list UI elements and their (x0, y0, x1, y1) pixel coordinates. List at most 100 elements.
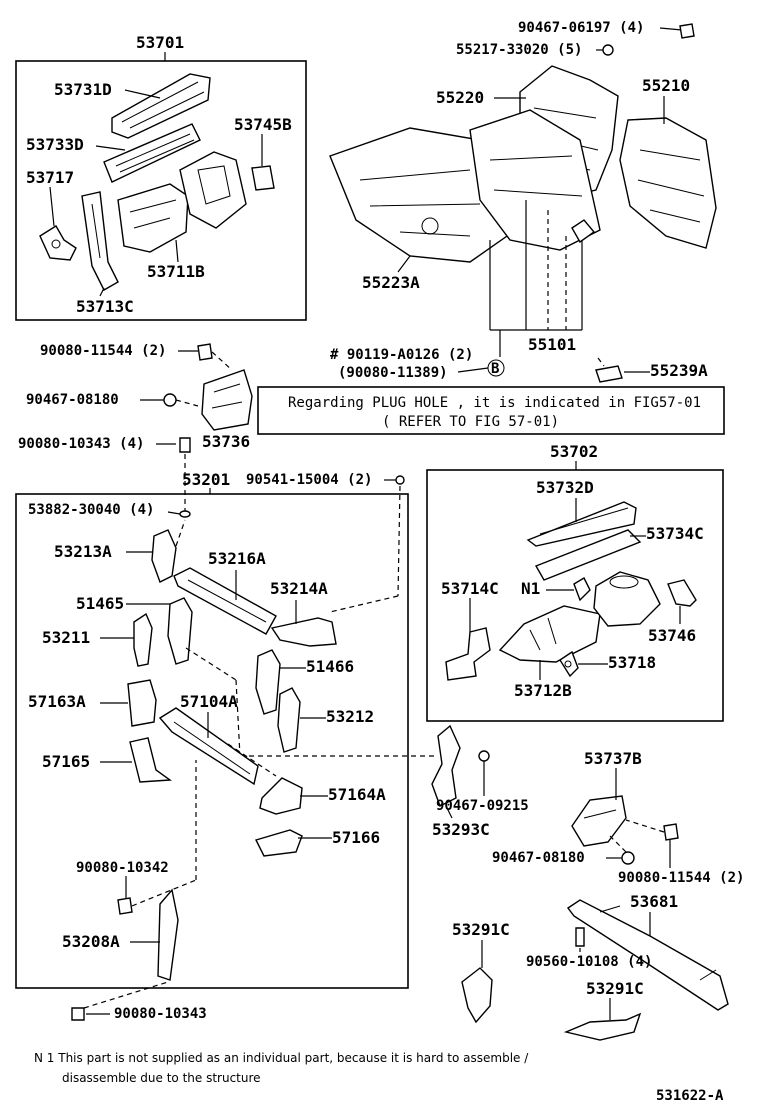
label-53201: 53201 (182, 470, 230, 489)
part-53711b[interactable] (117, 183, 189, 253)
part-57163a[interactable] (127, 679, 157, 727)
label-53681: 53681 (630, 892, 678, 911)
bolt-90560-10108[interactable] (575, 927, 585, 947)
label-90080-10343-top: 90080-10343 (4) (18, 436, 144, 452)
part-53745b[interactable] (251, 165, 275, 191)
label-57165: 57165 (42, 752, 90, 771)
label-57166: 57166 (332, 828, 380, 847)
label-53882-30040: 53882-30040 (4) (28, 502, 154, 518)
clip-53882-30040[interactable] (179, 510, 191, 518)
label-53731d: 53731D (54, 80, 112, 99)
label-55223a: 55223A (362, 273, 420, 292)
part-53291c-right[interactable] (563, 1012, 642, 1041)
label-90080-11544-top: 90080-11544 (2) (40, 343, 166, 359)
label-53737b: 53737B (584, 749, 642, 768)
label-53733d: 53733D (26, 135, 84, 154)
label-55101: 55101 (528, 335, 576, 354)
bolt-90080-10342[interactable] (117, 897, 133, 915)
part-53216a[interactable] (173, 567, 277, 635)
part-53712b[interactable] (498, 605, 601, 663)
part-53733d[interactable] (103, 123, 201, 183)
label-90119-a0126: # 90119-A0126 (2) (330, 347, 473, 363)
part-53737b[interactable] (571, 795, 627, 847)
callout-b-letter: B (491, 361, 499, 377)
group-box-53201 (15, 493, 409, 989)
label-53702: 53702 (550, 442, 598, 461)
bolt-90080-10343-bot[interactable] (71, 1007, 85, 1021)
notice-line-2: ( REFER TO FIG 57-01) (382, 414, 559, 430)
label-55210: 55210 (642, 76, 690, 95)
label-n1: N1 (521, 579, 540, 598)
part-53717[interactable] (39, 225, 77, 261)
label-90541-15004: 90541-15004 (2) (246, 472, 372, 488)
part-53214a[interactable] (270, 617, 337, 647)
bolt-90467-06197[interactable] (679, 23, 695, 39)
clip-90541-15004[interactable] (395, 475, 405, 485)
bolt-90467-09215[interactable] (478, 750, 490, 762)
label-90080-10343-bot: 90080-10343 (114, 1006, 207, 1022)
label-90560-10108: 90560-10108 (4) (526, 954, 652, 970)
part-53702-tower[interactable] (593, 571, 661, 627)
part-55210[interactable] (619, 117, 717, 249)
label-53746: 53746 (648, 626, 696, 645)
clip-55217-33020[interactable] (602, 44, 614, 56)
label-90467-09215: 90467-09215 (436, 798, 529, 814)
label-53701: 53701 (136, 33, 184, 52)
part-53681[interactable] (566, 899, 729, 1011)
bolt-90080-10343-top[interactable] (179, 437, 191, 453)
part-53734c[interactable] (534, 529, 642, 581)
part-53714c[interactable] (445, 627, 491, 681)
label-57163a: 57163A (28, 692, 86, 711)
label-53216a: 53216A (208, 549, 266, 568)
part-51466[interactable] (255, 649, 281, 715)
label-53734c: 53734C (646, 524, 704, 543)
label-57104a: 57104A (180, 692, 238, 711)
footnote-line-1: N 1 This part is not supplied as an indi… (34, 1051, 529, 1065)
group-box-53701 (15, 60, 307, 321)
part-55239a[interactable] (595, 365, 623, 383)
part-53293c[interactable] (431, 724, 461, 807)
part-53746[interactable] (667, 579, 697, 607)
label-90467-08180-top: 90467-08180 (26, 392, 119, 408)
label-55217-33020: 55217-33020 (5) (456, 42, 582, 58)
part-53731d[interactable] (111, 73, 211, 139)
label-53211: 53211 (42, 628, 90, 647)
label-53713c: 53713C (76, 297, 134, 316)
bolt-90080-11544-bot[interactable] (663, 823, 679, 841)
label-55239a: 55239A (650, 361, 708, 380)
part-53213a[interactable] (151, 529, 177, 583)
part-53736[interactable] (201, 369, 253, 431)
label-53291c-a: 53291C (452, 920, 510, 939)
label-53712b: 53712B (514, 681, 572, 700)
part-53718[interactable] (559, 650, 579, 678)
part-n1[interactable] (573, 577, 591, 602)
label-53745b: 53745B (234, 115, 292, 134)
label-53291c-b: 53291C (586, 979, 644, 998)
part-57165[interactable] (129, 737, 172, 783)
bolt-90467-08180-bot[interactable] (621, 851, 635, 865)
part-53208a[interactable] (157, 888, 179, 981)
part-53212[interactable] (277, 687, 301, 753)
label-53214a: 53214A (270, 579, 328, 598)
part-57166[interactable] (254, 829, 303, 857)
label-51466: 51466 (306, 657, 354, 676)
part-57164a[interactable] (259, 777, 303, 815)
part-53711b-tower[interactable] (179, 151, 247, 229)
part-53211[interactable] (133, 612, 153, 667)
group-box-53702 (426, 469, 724, 722)
label-90080-10342: 90080-10342 (76, 860, 169, 876)
part-53732d[interactable] (526, 501, 637, 547)
part-53713c[interactable] (81, 191, 119, 291)
part-51465[interactable] (167, 597, 193, 665)
label-90080-11389: (90080-11389) (338, 365, 448, 381)
notice-line-1: Regarding PLUG HOLE , it is indicated in… (288, 395, 701, 411)
part-53291c-left[interactable] (461, 967, 493, 1024)
notice-box (257, 386, 725, 435)
bolt-90080-11544-top[interactable] (197, 343, 213, 361)
bolt-90467-08180-top[interactable] (163, 393, 177, 407)
label-53212: 53212 (326, 707, 374, 726)
label-53711b: 53711B (147, 262, 205, 281)
label-57164a: 57164A (328, 785, 386, 804)
label-53213a: 53213A (54, 542, 112, 561)
